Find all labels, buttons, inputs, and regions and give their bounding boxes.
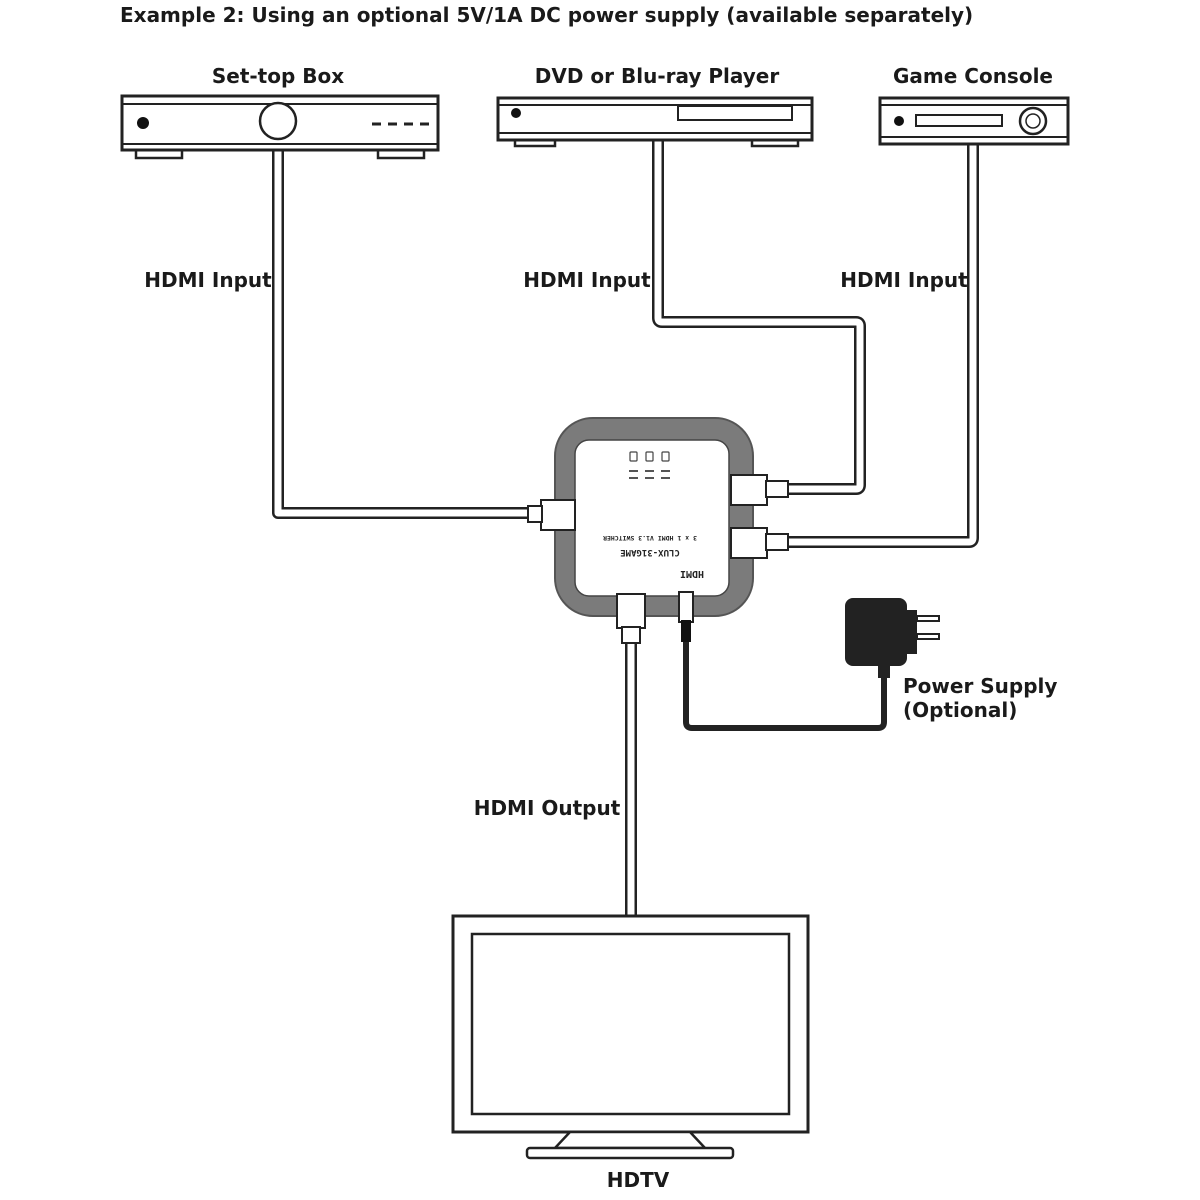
hdmi-cables [272,140,979,920]
hdmi-switcher: CLUX-31GAME 3 x 1 HDMI V1.3 SWITCHER HDM… [527,417,789,644]
led-indicators [629,451,670,462]
power-supply-optional-label: (Optional) [903,698,1017,722]
switcher-model-text: CLUX-31GAME [620,547,680,557]
disc-tray-icon [677,105,793,121]
dvd-player [496,96,814,148]
hdmi-output-label: HDMI Output [474,796,621,820]
hdmi-port-right-top [730,474,789,506]
power-adapter [845,598,940,678]
set-top-box [120,94,440,160]
hdmi-input-label-1: HDMI Input [144,268,272,292]
switcher-description-text: 3 x 1 HDMI V1.3 SWITCHER [603,534,697,542]
hdmi-port-output [616,593,646,644]
dvd-player-label: DVD or Blu-ray Player [535,64,780,88]
game-console [878,96,1070,146]
diagram-title: Example 2: Using an optional 5V/1A DC po… [120,3,973,27]
power-button-icon [511,108,521,118]
set-top-box-label: Set-top Box [212,64,344,88]
power-button-icon [894,116,904,126]
hdmi-input-label-3: HDMI Input [840,268,968,292]
disc-slot-icon [915,114,1003,127]
dial-icon [258,101,298,141]
hdtv [451,914,810,1160]
power-button-icon [137,117,149,129]
hdtv-label: HDTV [607,1168,670,1192]
game-console-label: Game Console [893,64,1053,88]
switcher-brand-logo: HDMI [680,568,704,579]
hdmi-port-right-bottom [730,527,789,559]
power-cable [683,640,887,731]
dc-power-jack [678,591,694,642]
hdmi-port-left [527,499,576,531]
power-supply-label: Power Supply [903,674,1057,698]
hdmi-input-label-2: HDMI Input [523,268,651,292]
